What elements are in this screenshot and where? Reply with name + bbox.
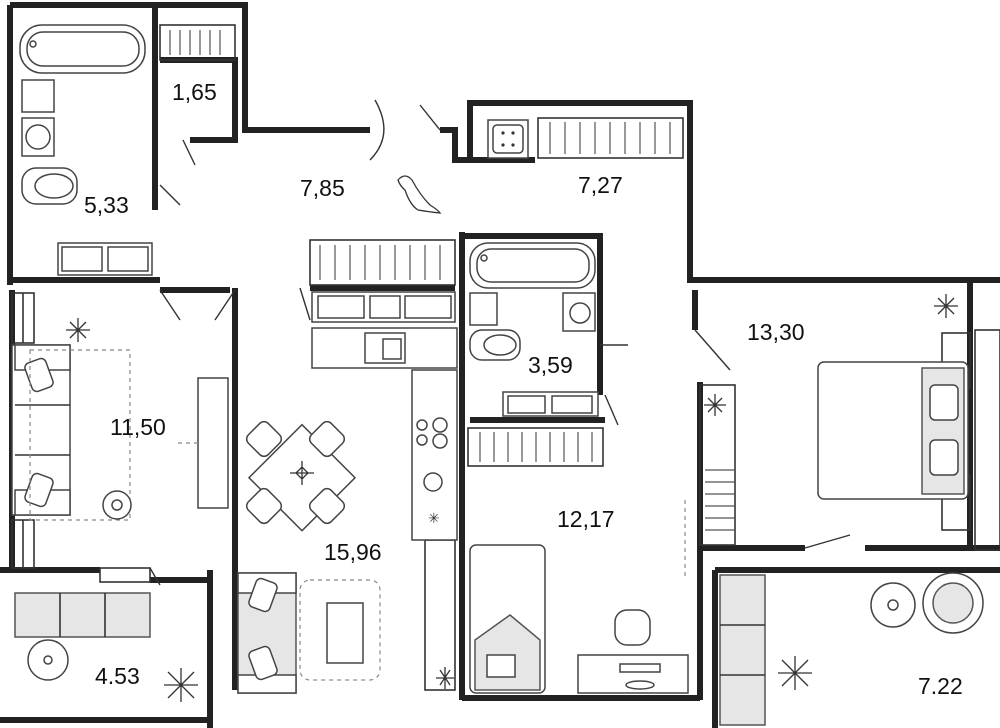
area-label-hallway: 7,85 — [300, 175, 345, 201]
area-label-kids-room: 12,17 — [557, 506, 615, 532]
area-label-wardrobe: 1,65 — [172, 79, 217, 105]
area-label-bathroom-main: 5,33 — [84, 192, 129, 218]
area-label-balcony-right: 7.22 — [918, 673, 963, 699]
area-label-living-room: 11,50 — [110, 414, 166, 440]
bathroom-1-fixtures — [19, 24, 153, 276]
corridor-fixtures — [397, 117, 684, 214]
bathroom-2-fixtures — [469, 242, 599, 417]
area-label-kitchen-living: 15,96 — [324, 539, 382, 565]
bedroom-fixtures — [704, 294, 969, 500]
area-label-corridor: 7,27 — [578, 172, 623, 198]
balcony-right-fixtures — [719, 572, 984, 726]
area-labels: 5,33 1,65 7,85 7,27 11,50 15,96 3,59 13,… — [84, 79, 963, 699]
area-label-bedroom: 13,30 — [747, 319, 805, 345]
wardrobe-rail — [159, 24, 236, 61]
area-label-balcony-left: 4.53 — [95, 663, 140, 689]
living-room-fixtures — [11, 318, 229, 521]
balcony-left-fixtures — [14, 592, 198, 702]
doors — [149, 99, 851, 586]
kids-room-fixtures — [467, 427, 689, 694]
area-label-bathroom-second: 3,59 — [528, 352, 573, 378]
windows — [11, 292, 1000, 691]
svg-text:✳: ✳ — [428, 511, 440, 527]
kitchen-fixtures: ✳ — [237, 239, 458, 694]
